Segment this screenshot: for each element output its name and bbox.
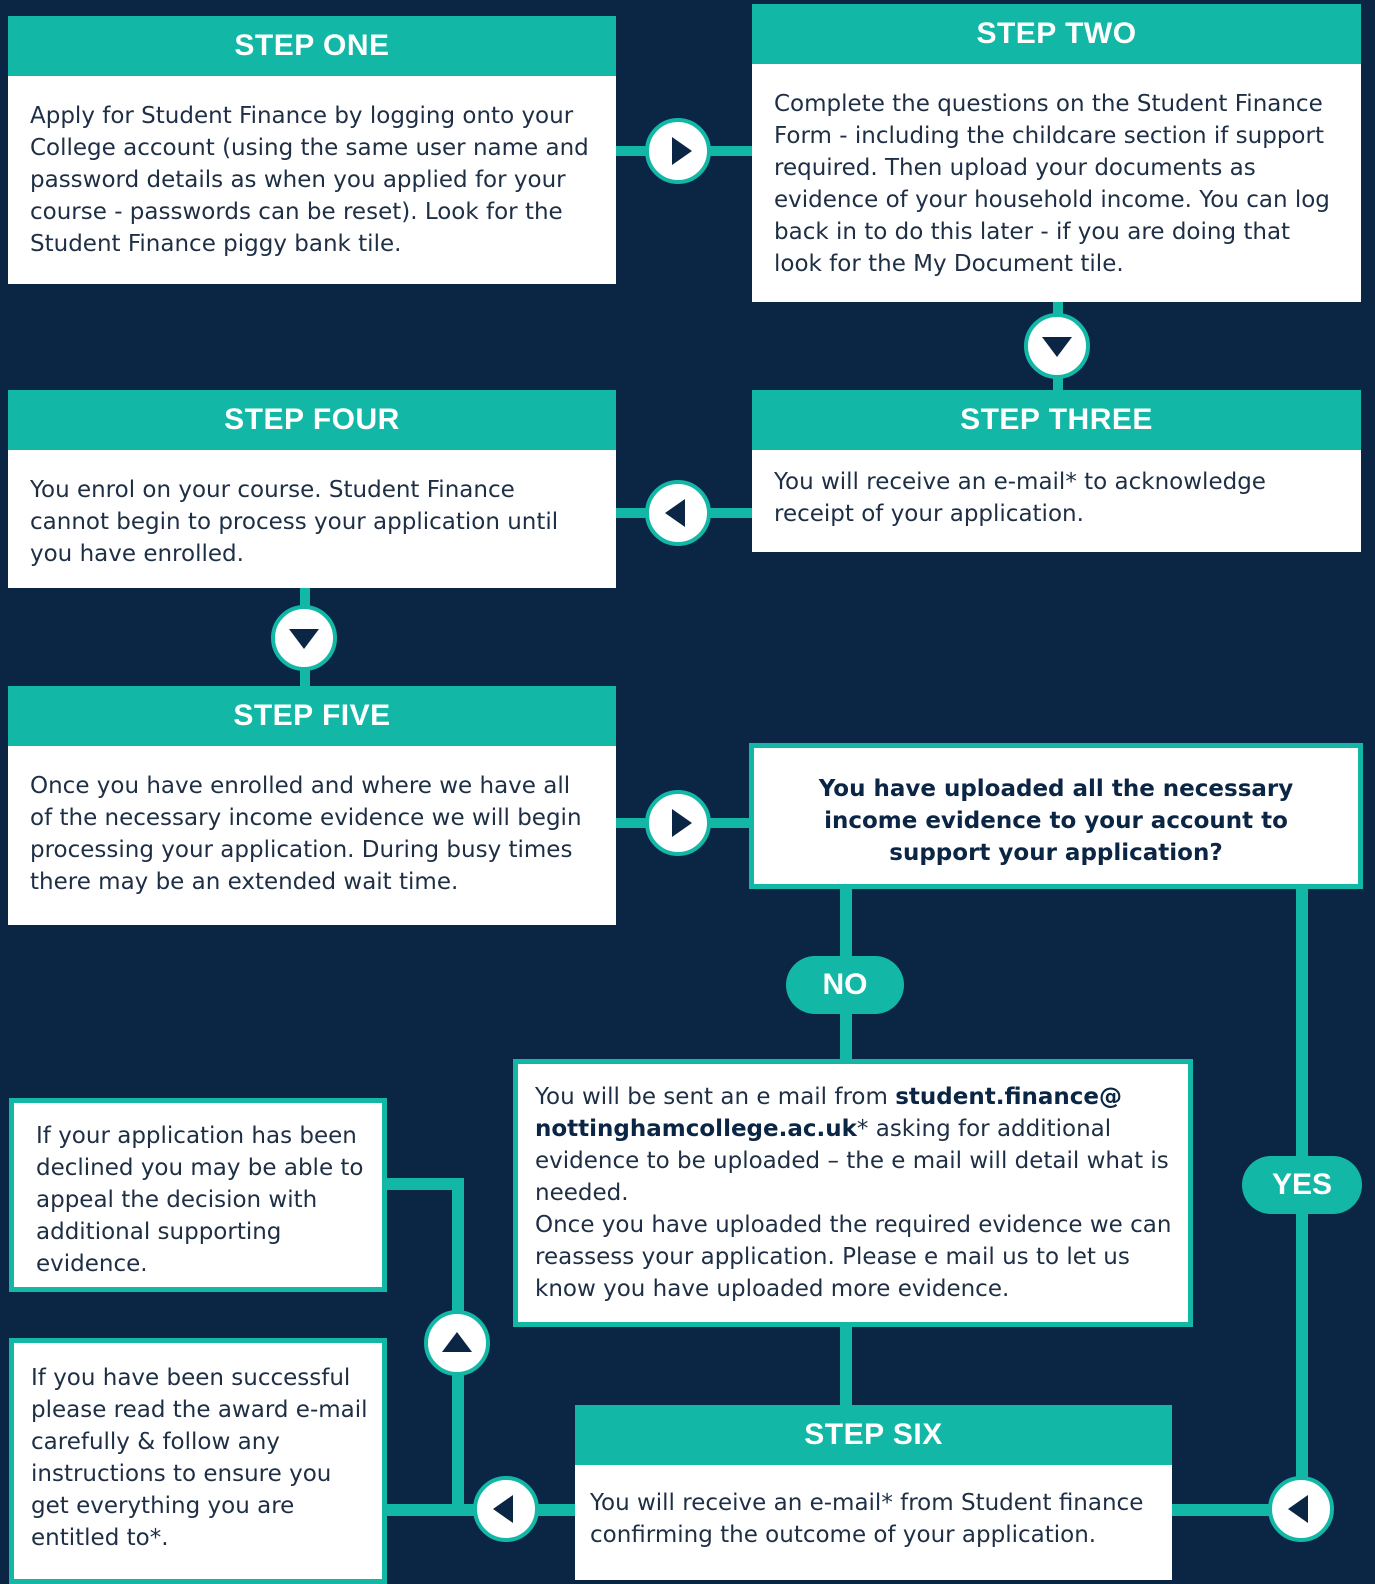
step-two-text: Complete the questions on the Student Fi… [774, 91, 1330, 277]
no-branch-email-1: student.finance@ [895, 1084, 1122, 1110]
step-six-text: You will receive an e-mail* from Student… [590, 1490, 1144, 1548]
arrow-left-icon [473, 1476, 539, 1542]
arrow-down-icon [1024, 313, 1090, 379]
arrow-left-icon [1268, 1476, 1334, 1542]
no-branch-suffix: * asking for additional evidence to be u… [535, 1116, 1169, 1206]
arrow-down-icon [271, 605, 337, 671]
declined-outcome-box: If your application has been declined yo… [9, 1098, 387, 1292]
no-branch-box: You will be sent an e mail from student.… [513, 1059, 1193, 1327]
step-four-box: STEP FOUR You enrol on your course. Stud… [8, 390, 616, 588]
no-branch-text: You will be sent an e mail from student.… [518, 1064, 1188, 1305]
connector-declined [384, 1178, 464, 1190]
step-five-box: STEP FIVE Once you have enrolled and whe… [8, 686, 616, 925]
arrow-right-icon [645, 790, 711, 856]
successful-outcome-text: If you have been successful please read … [31, 1365, 368, 1551]
step-three-box: STEP THREE You will receive an e-mail* t… [752, 390, 1361, 552]
connector-no-step6 [840, 1326, 852, 1410]
step-one-box: STEP ONE Apply for Student Finance by lo… [8, 16, 616, 284]
arrow-up-icon [424, 1310, 490, 1376]
question-box: You have uploaded all the necessary inco… [749, 743, 1363, 889]
no-branch-email-2: nottinghamcollege.ac.uk [535, 1116, 857, 1142]
step-three-text: You will receive an e-mail* to acknowled… [774, 469, 1266, 527]
step-four-title: STEP FOUR [8, 390, 616, 450]
no-branch-second-paragraph: Once you have uploaded the required evid… [535, 1212, 1172, 1302]
arrow-left-icon [645, 480, 711, 546]
step-four-text: You enrol on your course. Student Financ… [30, 477, 559, 567]
no-branch-prefix: You will be sent an e mail from [535, 1084, 896, 1110]
step-five-text: Once you have enrolled and where we have… [30, 773, 582, 895]
declined-outcome-text: If your application has been declined yo… [36, 1123, 364, 1277]
no-label: NO [786, 956, 904, 1014]
step-one-text: Apply for Student Finance by logging ont… [30, 103, 589, 257]
step-five-title: STEP FIVE [8, 686, 616, 746]
step-six-box: STEP SIX You will receive an e-mail* fro… [575, 1405, 1172, 1580]
step-six-title: STEP SIX [575, 1405, 1172, 1465]
question-text: You have uploaded all the necessary inco… [818, 776, 1294, 866]
step-one-title: STEP ONE [8, 16, 616, 76]
step-two-box: STEP TWO Complete the questions on the S… [752, 4, 1361, 302]
arrow-right-icon [645, 118, 711, 184]
step-three-title: STEP THREE [752, 390, 1361, 450]
step-two-title: STEP TWO [752, 4, 1361, 64]
successful-outcome-box: If you have been successful please read … [9, 1338, 387, 1584]
yes-label: YES [1242, 1156, 1362, 1214]
